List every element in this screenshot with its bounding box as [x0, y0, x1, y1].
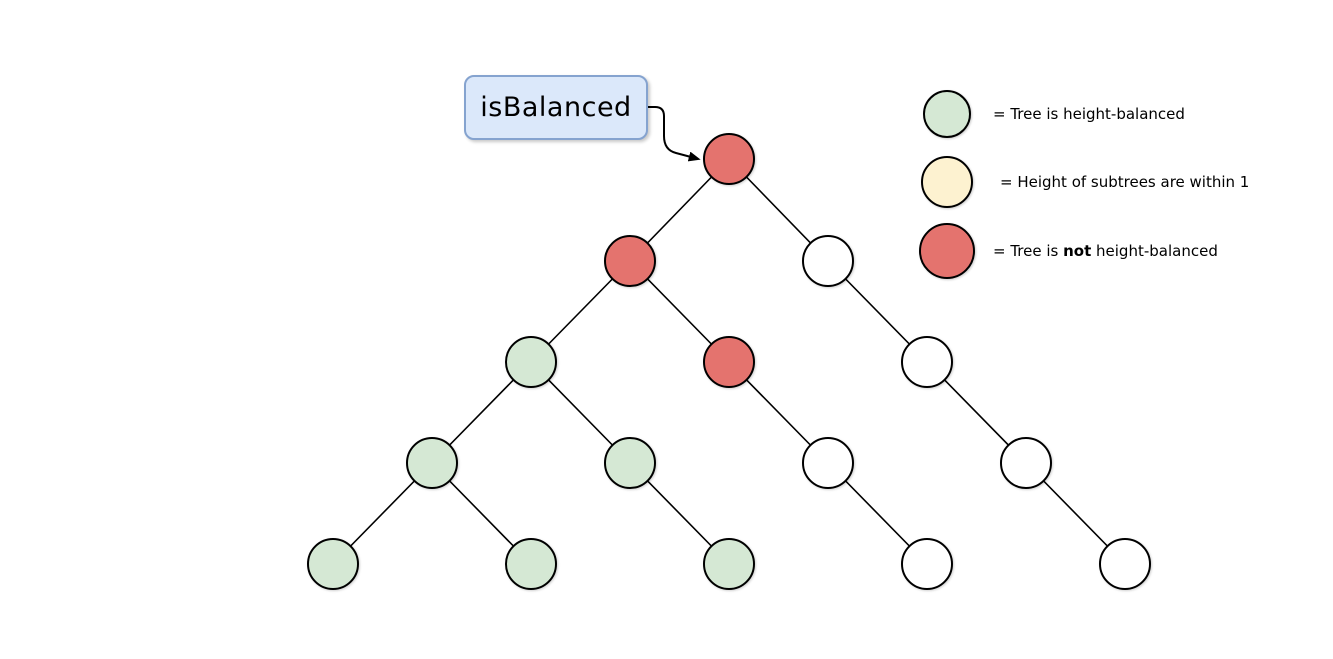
legend-swatch-balanced	[923, 90, 971, 138]
tree-node-llll	[307, 538, 359, 590]
tree-node-llr	[604, 437, 656, 489]
callout-arrow	[648, 106, 701, 162]
tree-node-lrr	[802, 437, 854, 489]
isbalanced-callout: isBalanced	[464, 75, 648, 140]
tree-node-lll	[406, 437, 458, 489]
legend-label-within-one: = Height of subtrees are within 1	[1000, 173, 1249, 191]
tree-node-rr	[901, 336, 953, 388]
legend-label-balanced: = Tree is height-balanced	[993, 105, 1185, 123]
isbalanced-callout-label: isBalanced	[480, 92, 632, 123]
tree-nodes	[307, 133, 1151, 590]
legend-label-part: = Tree is	[993, 242, 1064, 260]
tree-node-rrrr	[1099, 538, 1151, 590]
tree-node-lrrr	[901, 538, 953, 590]
legend-label-part: = Height of subtrees are within 1	[1000, 173, 1250, 191]
legend-swatch-within-one	[921, 156, 973, 208]
tree-node-lr	[703, 336, 755, 388]
legend-swatch-not-balanced	[919, 223, 975, 279]
legend-label-part: = Tree is height-balanced	[993, 105, 1185, 123]
legend-label-part: height-balanced	[1091, 242, 1218, 260]
tree-node-lllr	[505, 538, 557, 590]
callout-arrow-path	[648, 106, 701, 162]
legend-label-bold-part: not	[1063, 242, 1092, 260]
tree-node-root	[703, 133, 755, 185]
legend-label-not-balanced: = Tree is not height-balanced	[993, 242, 1218, 260]
tree-node-ll	[505, 336, 557, 388]
tree-node-l	[604, 235, 656, 287]
tree-node-r	[802, 235, 854, 287]
tree-node-llrr	[703, 538, 755, 590]
tree-node-rrr	[1000, 437, 1052, 489]
